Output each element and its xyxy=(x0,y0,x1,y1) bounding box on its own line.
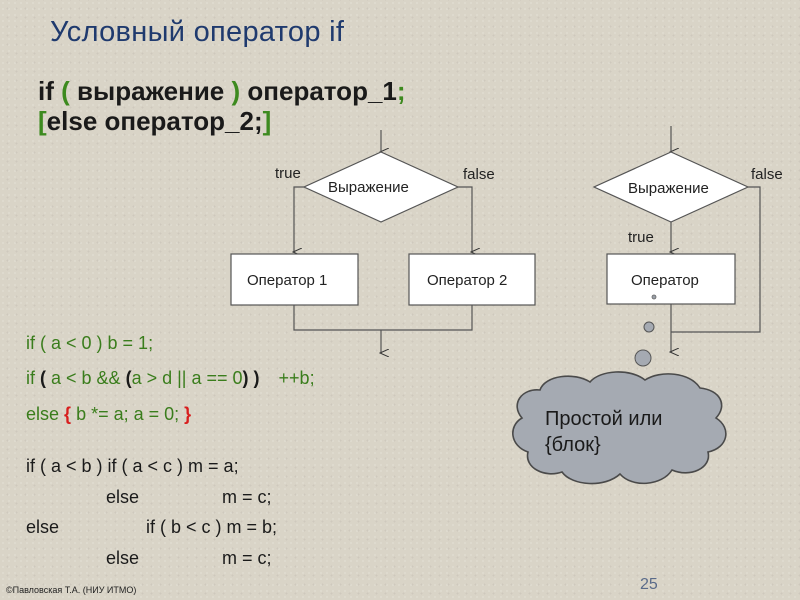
right-op-box xyxy=(606,253,736,305)
cloud-bubble-tiny xyxy=(651,294,657,300)
ex2-if: if xyxy=(26,368,35,388)
left-condition-diamond xyxy=(302,151,460,223)
nested-line-2-else: else xyxy=(106,487,140,507)
ex2-inner-close: ) xyxy=(242,368,249,388)
page-number: 25 xyxy=(640,576,658,593)
cloud-text: Простой или {блок} xyxy=(545,406,662,458)
ex3-block: b *= a; a = 0; xyxy=(71,404,185,424)
footer-copyright: ©Павловская Т.А. (НИУ ИТМО) xyxy=(6,585,137,595)
cloud-line-1: Простой или xyxy=(545,408,663,430)
left-true-label: true xyxy=(275,165,301,182)
syntax-line-2: [else оператор_2;] xyxy=(38,106,271,137)
left-op1-box xyxy=(230,253,359,306)
syntax-statement-1: оператор_1 xyxy=(247,76,397,106)
nested-line-4-stmt: m = c; xyxy=(222,548,272,568)
nested-line-3-stmt: if ( b < c ) m = b; xyxy=(146,517,278,537)
ex2-cond-2: a > d || a == 0 xyxy=(131,368,243,388)
ex2-statement: ++b; xyxy=(278,368,315,388)
right-condition-label: Выражение xyxy=(628,180,709,197)
page-title: Условный оператор if xyxy=(50,16,345,48)
example-line-1: if ( a < 0 ) b = 1; xyxy=(26,333,154,353)
syntax-open-bracket: [ xyxy=(38,106,47,136)
left-merge-2 xyxy=(381,305,473,331)
syntax-if: if xyxy=(38,76,54,106)
syntax-line-1: if ( выражение ) оператор_1; xyxy=(38,76,406,107)
left-true-branch xyxy=(294,186,304,252)
ex3-open-brace: { xyxy=(64,404,72,424)
right-op-label: Оператор xyxy=(631,272,699,289)
cloud-bubble-medium xyxy=(634,349,652,367)
syntax-semicolon: ; xyxy=(396,76,406,106)
right-true-label: true xyxy=(628,229,654,246)
right-false-label: false xyxy=(751,166,783,183)
left-op2-box xyxy=(408,253,536,306)
left-merge-1 xyxy=(293,305,381,331)
syntax-else-clause: else оператор_2; xyxy=(46,106,263,136)
left-false-label: false xyxy=(463,166,495,183)
ex2-inner-open: ( xyxy=(125,368,132,388)
cloud-shape xyxy=(512,371,727,485)
syntax-close-bracket: ] xyxy=(262,106,272,136)
ex2-cond-1: a < b && xyxy=(46,368,126,388)
ex3-close-brace: } xyxy=(184,404,192,424)
syntax-close-paren: ) xyxy=(231,76,241,106)
ex3-else: else xyxy=(26,404,60,424)
left-op2-label: Оператор 2 xyxy=(427,272,508,289)
nested-line-1: if ( a < b ) if ( a < c ) m = a; xyxy=(26,456,239,476)
syntax-expression: выражение xyxy=(77,76,225,106)
syntax-open-paren: ( xyxy=(61,76,70,106)
thought-cloud xyxy=(512,294,727,485)
cloud-line-2: {блок} xyxy=(545,434,601,456)
cloud-bubble-small xyxy=(643,321,655,333)
nested-line-4-else: else xyxy=(106,548,140,568)
nested-line-2-stmt: m = c; xyxy=(222,487,272,507)
left-false-branch xyxy=(458,186,472,252)
ex2-open-paren: ( xyxy=(40,368,47,388)
nested-line-3-else: else xyxy=(26,517,60,537)
example-line-3: else { b *= a; a = 0; } xyxy=(26,404,191,425)
ex2-close-paren: ) xyxy=(248,368,260,388)
left-condition-label: Выражение xyxy=(328,179,409,196)
left-op1-label: Оператор 1 xyxy=(247,272,328,289)
right-false-branch xyxy=(671,186,761,333)
example-line-2: if ( a < b && (a > d || a == 0) ) ++b; xyxy=(26,368,315,389)
